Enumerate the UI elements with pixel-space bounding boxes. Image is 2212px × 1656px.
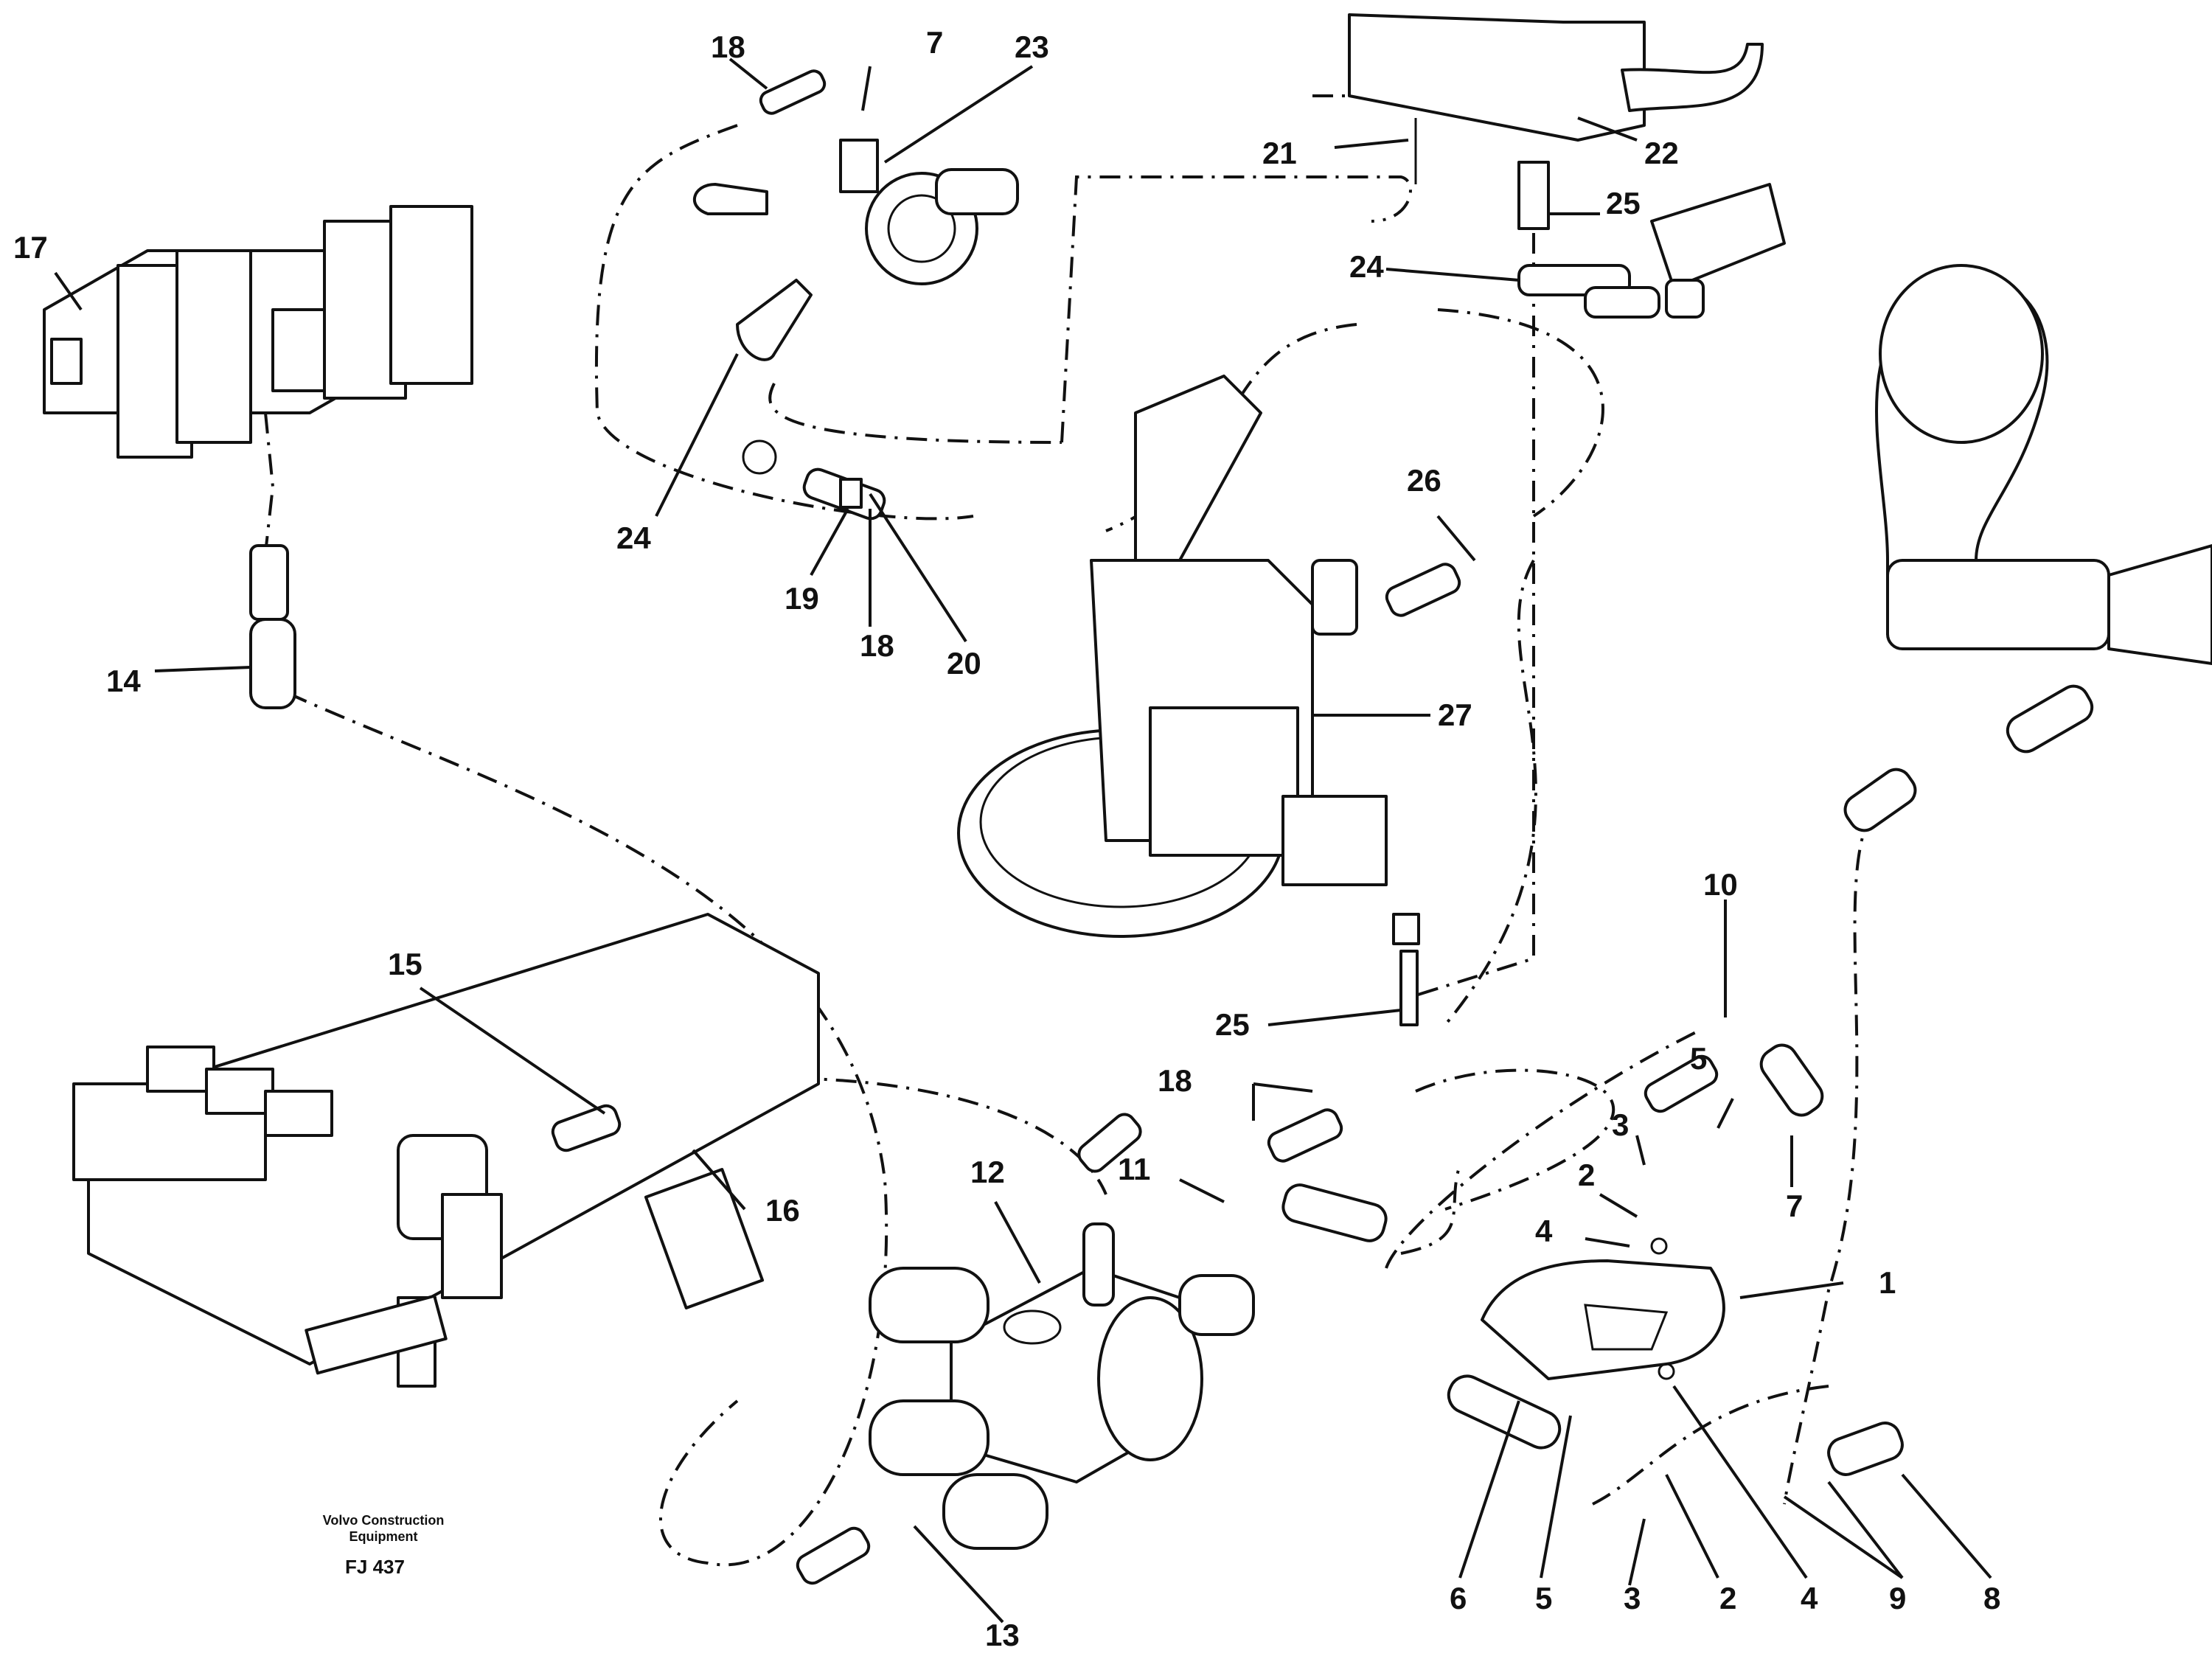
distribution-block-12 — [869, 1267, 1255, 1550]
callout-3-upper: 3 — [1612, 1107, 1629, 1142]
callout-18-top: 18 — [711, 29, 745, 64]
callout-12: 12 — [970, 1155, 1005, 1189]
exhaust-elbow — [1843, 264, 2212, 832]
fittings-24-25 — [1517, 183, 1786, 319]
clamp-19-20 — [742, 439, 886, 521]
callout-2-upper: 2 — [1578, 1158, 1595, 1192]
pump-23 — [692, 69, 1019, 361]
callout-7-right: 7 — [1786, 1189, 1803, 1223]
callout-2-lower: 2 — [1719, 1581, 1736, 1615]
callout-5-upper: 5 — [1690, 1041, 1707, 1076]
callout-7-top: 7 — [926, 25, 943, 60]
callout-23: 23 — [1015, 29, 1049, 64]
callout-27: 27 — [1438, 697, 1472, 732]
figure-code: FJ 437 — [345, 1556, 405, 1578]
callout-3-lower: 3 — [1624, 1581, 1641, 1615]
callout-9: 9 — [1889, 1581, 1906, 1615]
valve-bank-16 — [72, 913, 820, 1388]
small-fittings — [249, 544, 1824, 1585]
frame-bracket-1 — [1447, 1259, 1904, 1476]
callout-26: 26 — [1407, 463, 1441, 498]
callout-22: 22 — [1644, 136, 1679, 170]
callout-1: 1 — [1879, 1265, 1896, 1300]
callout-20: 20 — [947, 646, 981, 681]
callout-4-lower: 4 — [1801, 1581, 1818, 1615]
leader-lines — [54, 58, 1992, 1624]
callout-4-upper: 4 — [1535, 1214, 1553, 1248]
callout-21: 21 — [1262, 136, 1297, 170]
callout-17: 17 — [13, 230, 48, 265]
callout-10: 10 — [1703, 867, 1738, 902]
credit-line-1: Volvo Construction — [323, 1513, 445, 1528]
publisher-credit: Volvo Construction Equipment FJ 437 — [323, 1513, 445, 1578]
valve-block-17 — [43, 205, 473, 459]
callout-25-lower: 25 — [1215, 1007, 1250, 1042]
callout-18-lower: 18 — [1158, 1063, 1192, 1098]
callout-8: 8 — [1983, 1581, 2000, 1615]
credit-line-2: Equipment — [349, 1529, 418, 1544]
callout-14: 14 — [106, 664, 141, 698]
callout-24-right: 24 — [1349, 249, 1384, 284]
callout-5-lower: 5 — [1535, 1581, 1552, 1615]
callout-25-top: 25 — [1606, 186, 1641, 220]
callout-6: 6 — [1450, 1581, 1467, 1615]
callout-15: 15 — [388, 947, 422, 981]
callout-19: 19 — [785, 581, 819, 616]
tank-21-22 — [1348, 13, 1764, 230]
callout-18-mid: 18 — [860, 628, 894, 663]
callout-24-left: 24 — [616, 521, 651, 555]
callout-16: 16 — [765, 1193, 800, 1228]
central-unit-27 — [957, 375, 1461, 938]
callout-11: 11 — [1118, 1152, 1150, 1186]
callout-13: 13 — [985, 1618, 1020, 1652]
callout-labels: 1 2 2 3 3 4 4 5 5 6 7 7 8 9 10 11 12 13 … — [13, 25, 2000, 1652]
